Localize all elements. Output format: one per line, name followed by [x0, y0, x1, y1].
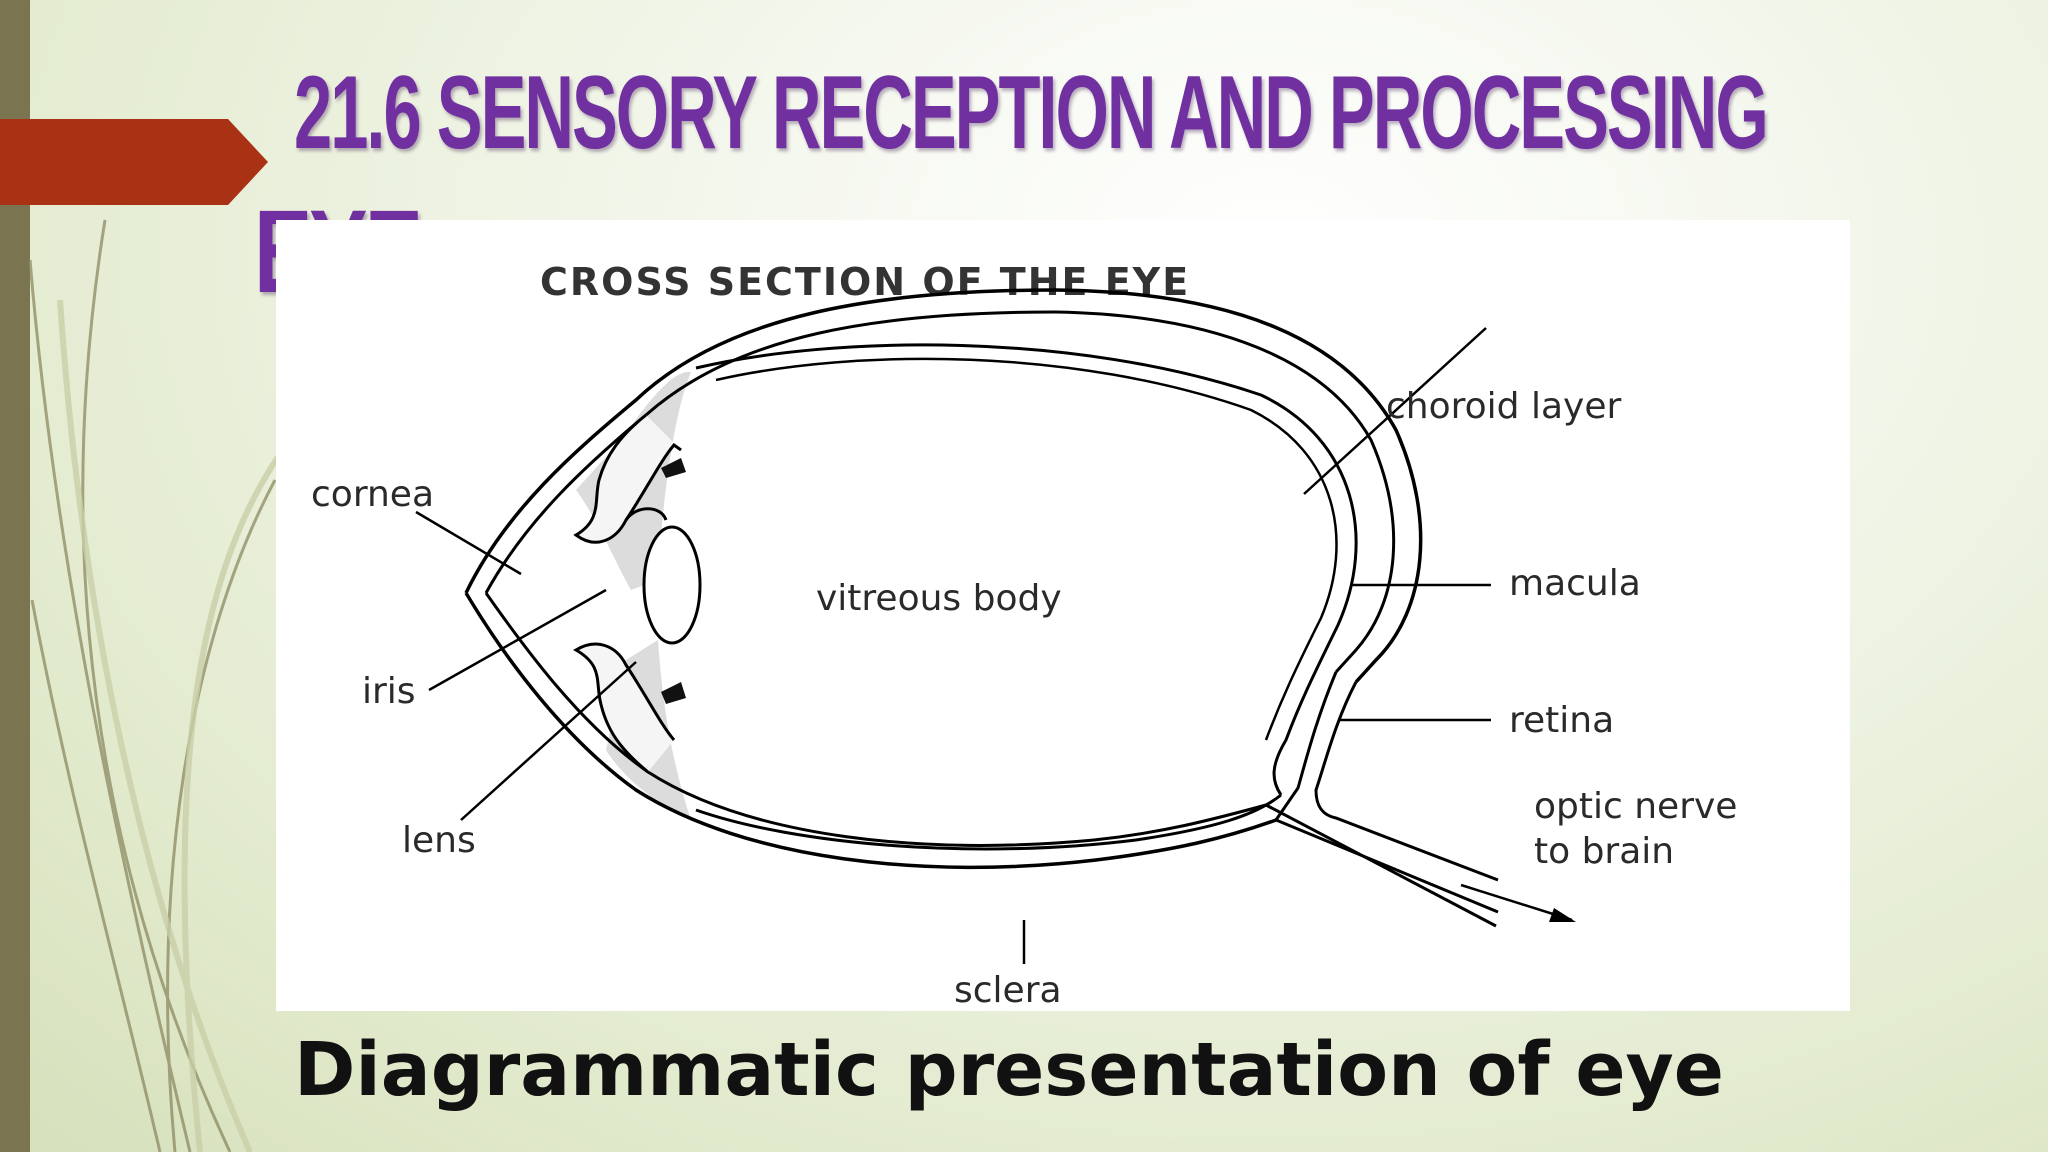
label-cornea: cornea [311, 474, 434, 515]
label-vitreous-body: vitreous body [816, 578, 1062, 619]
eye-diagram-panel: CROSS SECTION OF THE EYE [276, 220, 1850, 1011]
arrow-tab-icon [0, 119, 268, 205]
label-lens: lens [402, 820, 476, 861]
label-optic-nerve: optic nerve [1534, 786, 1737, 827]
slide-caption: Diagrammatic presentation of eye [294, 1027, 1724, 1113]
label-iris: iris [362, 671, 416, 712]
decorative-swoosh-icon [28, 219, 293, 1152]
label-choroid-layer: choroid layer [1386, 386, 1621, 427]
eye-cross-section-diagram: CROSS SECTION OF THE EYE [311, 260, 1737, 1011]
diagram-heading: CROSS SECTION OF THE EYE [540, 260, 1190, 304]
label-macula: macula [1509, 563, 1641, 604]
label-to-brain: to brain [1534, 831, 1674, 872]
label-sclera: sclera [954, 970, 1062, 1011]
label-retina: retina [1509, 700, 1614, 741]
slide-title: 21.6 SENSORY RECEPTION AND PROCESSING [294, 55, 1769, 171]
